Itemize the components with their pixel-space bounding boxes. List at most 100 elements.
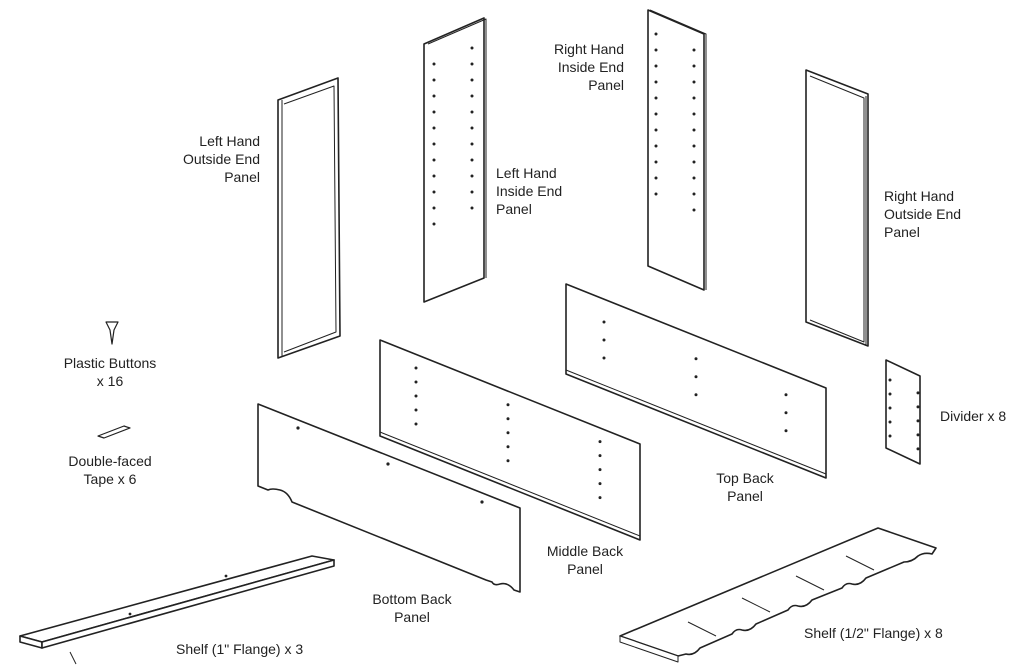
hole-mark: [432, 142, 436, 146]
hole-mark: [432, 126, 436, 130]
hole-mark: [888, 434, 892, 438]
right-inside-end-panel: [647, 9, 707, 291]
middle-back-panel: [379, 339, 641, 541]
hole-mark: [506, 459, 510, 463]
hole-mark: [414, 380, 418, 384]
hole-mark: [692, 192, 696, 196]
right-outside-end-panel: [805, 69, 869, 347]
hole-mark: [432, 62, 436, 66]
shelf-half-flange: [619, 527, 937, 663]
hole-mark: [470, 46, 474, 50]
hole-mark: [692, 48, 696, 52]
hole-mark: [414, 408, 418, 412]
hole-mark: [470, 94, 474, 98]
hole-mark: [784, 429, 788, 433]
hole-mark: [506, 431, 510, 435]
hole-mark: [506, 445, 510, 449]
top-back-panel: [565, 283, 827, 479]
hole-mark: [654, 128, 658, 132]
hole-mark: [654, 112, 658, 116]
hole-mark: [784, 393, 788, 397]
hole-mark: [654, 160, 658, 164]
hole-mark: [470, 126, 474, 130]
hole-mark: [432, 222, 436, 226]
hole-mark: [694, 375, 698, 379]
hole-mark: [432, 190, 436, 194]
hole-mark: [888, 420, 892, 424]
hole-mark: [414, 422, 418, 426]
hole-mark: [916, 447, 920, 451]
hole-mark: [470, 206, 474, 210]
hole-mark: [432, 78, 436, 82]
hole-mark: [654, 176, 658, 180]
double-faced-tape-part: [97, 425, 131, 439]
hole-mark: [470, 62, 474, 66]
hole-mark: [694, 357, 698, 361]
hole-mark: [692, 80, 696, 84]
hole-mark: [506, 403, 510, 407]
hole-mark: [598, 454, 602, 458]
hole-mark: [598, 440, 602, 444]
hole-mark: [470, 78, 474, 82]
hole-mark: [432, 174, 436, 178]
plastic-button-part: [105, 321, 119, 345]
hole-mark: [654, 48, 658, 52]
hole-mark: [916, 433, 920, 437]
hole-mark: [916, 405, 920, 409]
divider-panel: [885, 359, 921, 465]
hole-mark: [470, 190, 474, 194]
hole-mark: [916, 419, 920, 423]
hole-mark: [654, 192, 658, 196]
hole-mark: [888, 406, 892, 410]
hole-mark: [602, 338, 606, 342]
label-shelf-half-flange: Shelf (1/2" Flange) x 8: [804, 625, 943, 641]
hole-mark: [598, 468, 602, 472]
hole-mark: [432, 110, 436, 114]
hole-mark: [654, 144, 658, 148]
hole-mark: [414, 394, 418, 398]
hole-mark: [598, 482, 602, 486]
hole-mark: [432, 158, 436, 162]
hole-mark: [432, 206, 436, 210]
hole-mark: [916, 391, 920, 395]
hole-mark: [888, 392, 892, 396]
hole-mark: [692, 208, 696, 212]
hole-mark: [654, 64, 658, 68]
hole-mark: [692, 112, 696, 116]
hole-mark: [654, 80, 658, 84]
hole-mark: [692, 160, 696, 164]
hole-mark: [470, 158, 474, 162]
hole-mark: [692, 64, 696, 68]
hole-mark: [692, 176, 696, 180]
hole-mark: [602, 356, 606, 360]
shelf-1in-flange: [19, 555, 335, 665]
hole-mark: [602, 320, 606, 324]
hole-mark: [784, 411, 788, 415]
label-divider: Divider x 8: [940, 408, 1007, 424]
hole-mark: [414, 366, 418, 370]
hole-mark: [654, 96, 658, 100]
hole-mark: [432, 94, 436, 98]
hole-mark: [694, 393, 698, 397]
hole-mark: [506, 417, 510, 421]
left-inside-end-panel: [423, 17, 487, 303]
hole-mark: [470, 142, 474, 146]
hole-mark: [692, 96, 696, 100]
hole-mark: [470, 110, 474, 114]
hole-mark: [654, 32, 658, 36]
left-outside-end-panel: [277, 77, 341, 359]
bottom-back-panel: [257, 403, 521, 593]
hole-mark: [888, 378, 892, 382]
hole-mark: [692, 128, 696, 132]
hole-mark: [470, 174, 474, 178]
label-shelf-1in-flange: Shelf (1" Flange) x 3: [176, 641, 304, 657]
